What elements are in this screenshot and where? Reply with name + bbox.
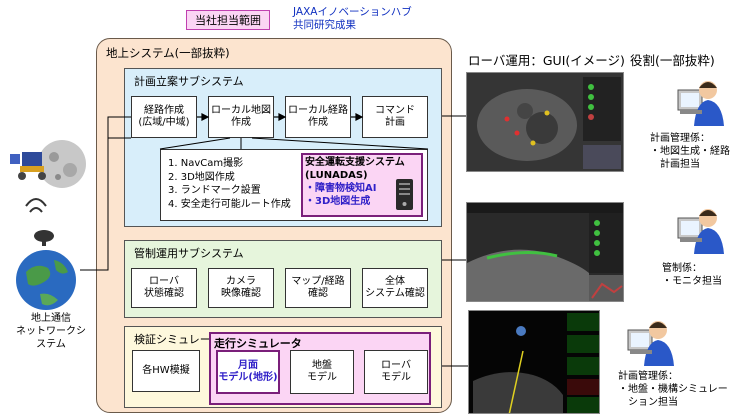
operator-person-icon — [677, 81, 724, 126]
verification-simulator-title: 検証シミュレータ — [134, 333, 222, 346]
ops-map-route: マップ/経路 確認 — [285, 268, 351, 308]
moon-icon — [38, 140, 86, 188]
ops-camera-video: カメラ 映像確認 — [208, 268, 274, 308]
procedure-items: 1. NavCam撮影 2. 3D地図作成 3. ランドマーク設置 4. 安全走… — [168, 157, 291, 211]
rover-icon — [10, 152, 46, 180]
ground-model: 地盤 モデル — [290, 350, 354, 394]
lunadas-feature-ai: ・障害物検知AI — [305, 183, 377, 194]
lunadas-subtitle: (LUNADAS) — [305, 170, 368, 181]
procedure-item: 1. NavCam撮影 — [168, 158, 244, 169]
operations-subsystem-title: 管制運用サブシステム — [134, 247, 244, 260]
lunadas-text: 安全運転支援システム (LUNADAS) ・障害物検知AI ・3D地図生成 — [305, 156, 405, 208]
gui-screenshot-monitoring — [466, 202, 624, 302]
lunadas-feature-3d: ・3D地図生成 — [305, 196, 371, 207]
antenna-icon — [25, 198, 54, 246]
jaxa-legend-text: JAXAイノベーションハブ 共同研究成果 — [293, 6, 412, 32]
procedure-item: 3. ランドマーク設置 — [168, 185, 261, 196]
operator-person-icon — [627, 321, 674, 366]
lunadas-title: 安全運転支援システム — [305, 157, 405, 168]
rover-model: ローバ モデル — [364, 350, 428, 394]
step-local-map: ローカル地図 作成 — [208, 96, 274, 138]
gui-title: ローバ運用：GUI(イメージ) — [468, 53, 625, 68]
hw-emulation-box: 各HW模擬 — [132, 350, 200, 392]
gui-screenshot-planning — [466, 72, 624, 172]
role-monitoring: 管制係： ・モニタ担当 — [662, 263, 722, 287]
step-command-plan: コマンド 計画 — [362, 96, 428, 138]
ground-network-label: 地上通信 ネットワークシステム — [16, 313, 86, 350]
computer-tower-icon — [396, 179, 413, 210]
role-simulation: 計画管理係： ・地盤・機構シミュレー ション担当 — [618, 371, 728, 408]
scope-legend-box: 当社担当範囲 — [186, 10, 270, 30]
ops-rover-status: ローバ 状態確認 — [131, 268, 197, 308]
step-local-route: ローカル経路 作成 — [285, 96, 351, 138]
roles-title: 役割(一部抜粋) — [630, 53, 715, 68]
procedure-item: 4. 安全走行可能ルート作成 — [168, 198, 291, 210]
procedure-item: 2. 3D地図作成 — [168, 171, 235, 183]
ground-system-title: 地上システム(一部抜粋) — [106, 46, 230, 60]
driving-simulator-title: 走行シミュレータ — [214, 337, 302, 350]
operator-person-icon — [677, 209, 724, 254]
left-illustrations — [10, 140, 86, 310]
gui-screenshot-simulation — [468, 310, 600, 414]
role-planning-map: 計画管理係： ・地図生成・経路 計画担当 — [650, 133, 730, 170]
earth-icon — [16, 250, 76, 310]
planning-subsystem-title: 計画立案サブシステム — [134, 75, 244, 88]
step-route-creation: 経路作成 (広域/中域) — [131, 96, 197, 138]
lunar-terrain-model: 月面 モデル(地形) — [216, 350, 280, 394]
ops-system-check: 全体 システム確認 — [362, 268, 428, 308]
